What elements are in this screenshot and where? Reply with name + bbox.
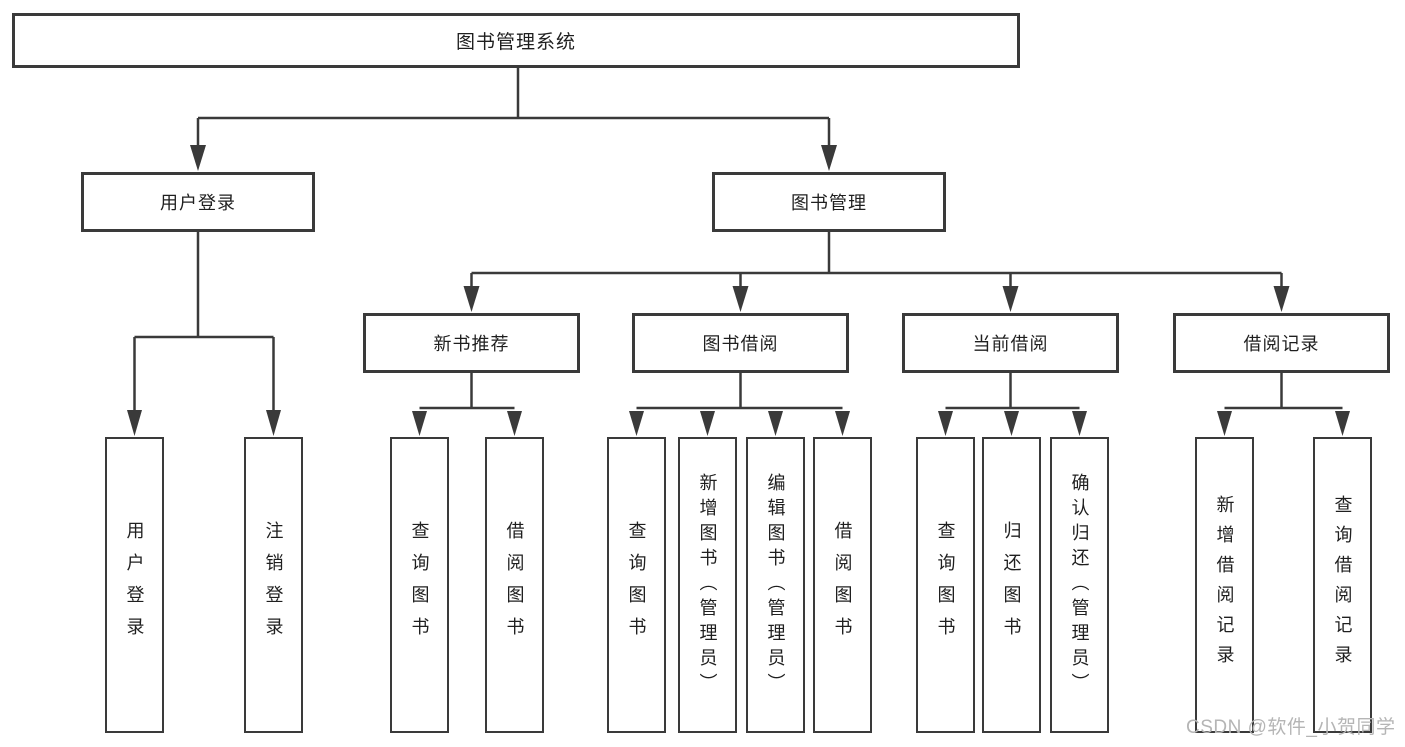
leaf-current-return-book: 归还图书: [982, 437, 1041, 733]
node-book-management: 图书管理: [712, 172, 946, 232]
leaf-current-confirm-return-admin-label: 确认归还（管理员）: [1069, 472, 1090, 698]
leaf-current-query-book: 查询图书: [916, 437, 975, 733]
node-library-system-label: 图书管理系统: [455, 32, 576, 53]
leaf-borrow-add-book-admin-label: 新增图书（管理员）: [697, 472, 718, 698]
node-current-borrow: 当前借阅: [902, 313, 1119, 373]
leaf-user-login-label: 用户登录: [124, 521, 145, 649]
node-book-borrow-label: 图书借阅: [702, 334, 779, 354]
leaf-logout-label: 注销登录: [263, 521, 284, 649]
csdn-watermark: CSDN @软件_小贺同学: [1186, 717, 1396, 738]
node-borrow-record-label: 借阅记录: [1243, 334, 1320, 354]
leaf-query-borrow-record-label: 查询借阅记录: [1332, 495, 1353, 675]
leaf-recommend-query-book: 查询图书: [390, 437, 449, 733]
leaf-add-borrow-record-label: 新增借阅记录: [1214, 495, 1235, 675]
leaf-logout: 注销登录: [244, 437, 303, 733]
node-book-borrow: 图书借阅: [632, 313, 849, 373]
leaf-add-borrow-record: 新增借阅记录: [1195, 437, 1254, 733]
node-book-management-label: 图书管理: [791, 193, 867, 213]
leaf-current-confirm-return-admin: 确认归还（管理员）: [1050, 437, 1109, 733]
leaf-current-query-book-label: 查询图书: [935, 521, 956, 649]
leaf-user-login: 用户登录: [105, 437, 164, 733]
leaf-borrow-query-book: 查询图书: [607, 437, 666, 733]
node-borrow-record: 借阅记录: [1173, 313, 1390, 373]
leaf-current-return-book-label: 归还图书: [1001, 521, 1022, 649]
leaf-borrow-borrow-book: 借阅图书: [813, 437, 872, 733]
node-user-login-label: 用户登录: [160, 193, 236, 213]
leaf-query-borrow-record: 查询借阅记录: [1313, 437, 1372, 733]
leaf-borrow-add-book-admin: 新增图书（管理员）: [678, 437, 737, 733]
node-library-system: 图书管理系统: [12, 13, 1020, 68]
leaf-recommend-borrow-book-label: 借阅图书: [504, 521, 525, 649]
node-new-book-recommend-label: 新书推荐: [433, 334, 510, 354]
node-current-borrow-label: 当前借阅: [972, 334, 1049, 354]
node-user-login: 用户登录: [81, 172, 315, 232]
leaf-recommend-query-book-label: 查询图书: [409, 521, 430, 649]
node-new-book-recommend: 新书推荐: [363, 313, 580, 373]
leaf-borrow-borrow-book-label: 借阅图书: [832, 521, 853, 649]
leaf-borrow-edit-book-admin-label: 编辑图书（管理员）: [765, 472, 786, 698]
leaf-borrow-edit-book-admin: 编辑图书（管理员）: [746, 437, 805, 733]
leaf-borrow-query-book-label: 查询图书: [626, 521, 647, 649]
leaf-recommend-borrow-book: 借阅图书: [485, 437, 544, 733]
